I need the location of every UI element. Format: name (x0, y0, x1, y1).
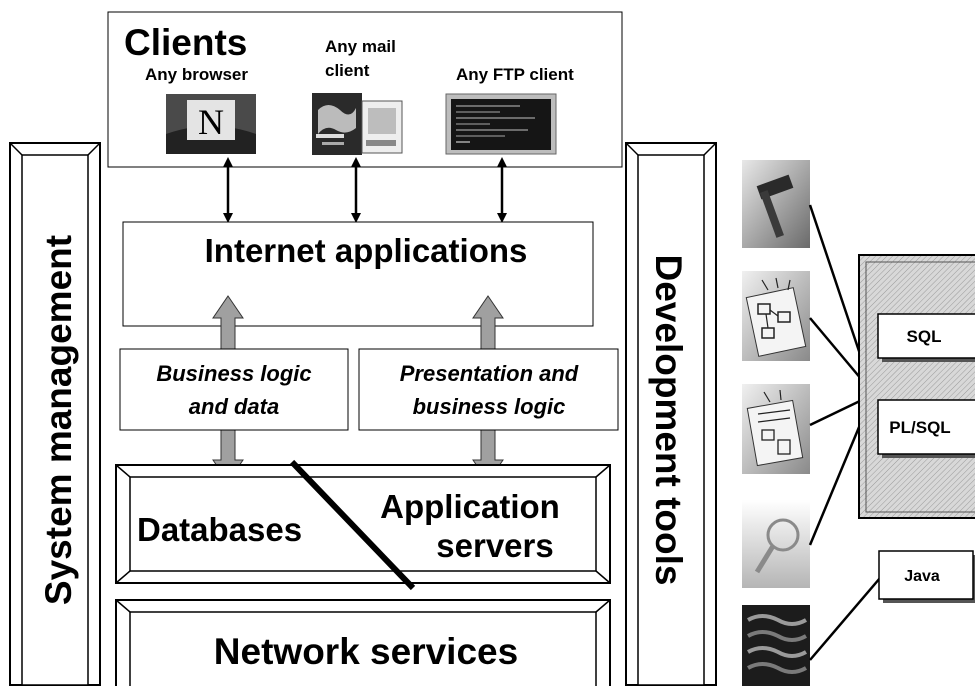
business-logic-line1: Business logic (156, 361, 311, 386)
clients-title: Clients (124, 22, 247, 63)
application-servers-line2: servers (436, 527, 553, 564)
network-services-label: Network services (214, 631, 518, 672)
ftp-label: Any FTP client (456, 65, 574, 84)
eudora-webmail-icon (312, 93, 403, 155)
icon-connectors (808, 204, 881, 661)
business-logic-box: Business logic and data (119, 348, 349, 431)
netscape-n-icon: N (166, 94, 256, 154)
internet-applications-box: Internet applications (122, 221, 594, 327)
presentation-logic-line2: business logic (413, 394, 566, 419)
tool-icons (742, 160, 810, 686)
hammer-icon (742, 160, 810, 248)
sql-box: SQL (877, 313, 975, 362)
system-management-label: System management (38, 235, 79, 605)
application-servers-line1: Application (380, 488, 560, 525)
development-tools-panel: Development tools (625, 142, 717, 686)
development-tools-label: Development tools (648, 255, 689, 586)
document-form-icon (742, 384, 810, 474)
diagram-sketch-icon (742, 271, 810, 361)
presentation-logic-box: Presentation and business logic (358, 348, 619, 431)
java-coffee-icon (742, 605, 810, 686)
plsql-label: PL/SQL (889, 418, 950, 437)
databases-appservers-box: Databases Application servers (115, 459, 611, 591)
internet-applications-label: Internet applications (205, 232, 528, 269)
plsql-box: PL/SQL (877, 399, 975, 458)
presentation-logic-line1: Presentation and (400, 361, 579, 386)
system-management-panel: System management (9, 142, 101, 686)
business-logic-line2: and data (189, 394, 279, 419)
network-services-box: Network services (115, 599, 611, 686)
browser-label: Any browser (145, 65, 248, 84)
ftp-terminal-icon (445, 93, 557, 155)
divider-slash (289, 459, 416, 591)
java-label: Java (904, 568, 940, 585)
clients-box: Clients Any browser Any mail client Any … (107, 11, 623, 168)
databases-label: Databases (137, 511, 302, 548)
mail-label-line1: Any mail (325, 37, 396, 56)
java-box: Java (878, 550, 975, 603)
svg-text:N: N (198, 102, 224, 142)
mail-label-line2: client (325, 61, 370, 80)
sql-label: SQL (907, 327, 942, 346)
sql-container (858, 254, 975, 519)
magnifier-icon (742, 500, 810, 588)
client-connectors (223, 157, 507, 223)
